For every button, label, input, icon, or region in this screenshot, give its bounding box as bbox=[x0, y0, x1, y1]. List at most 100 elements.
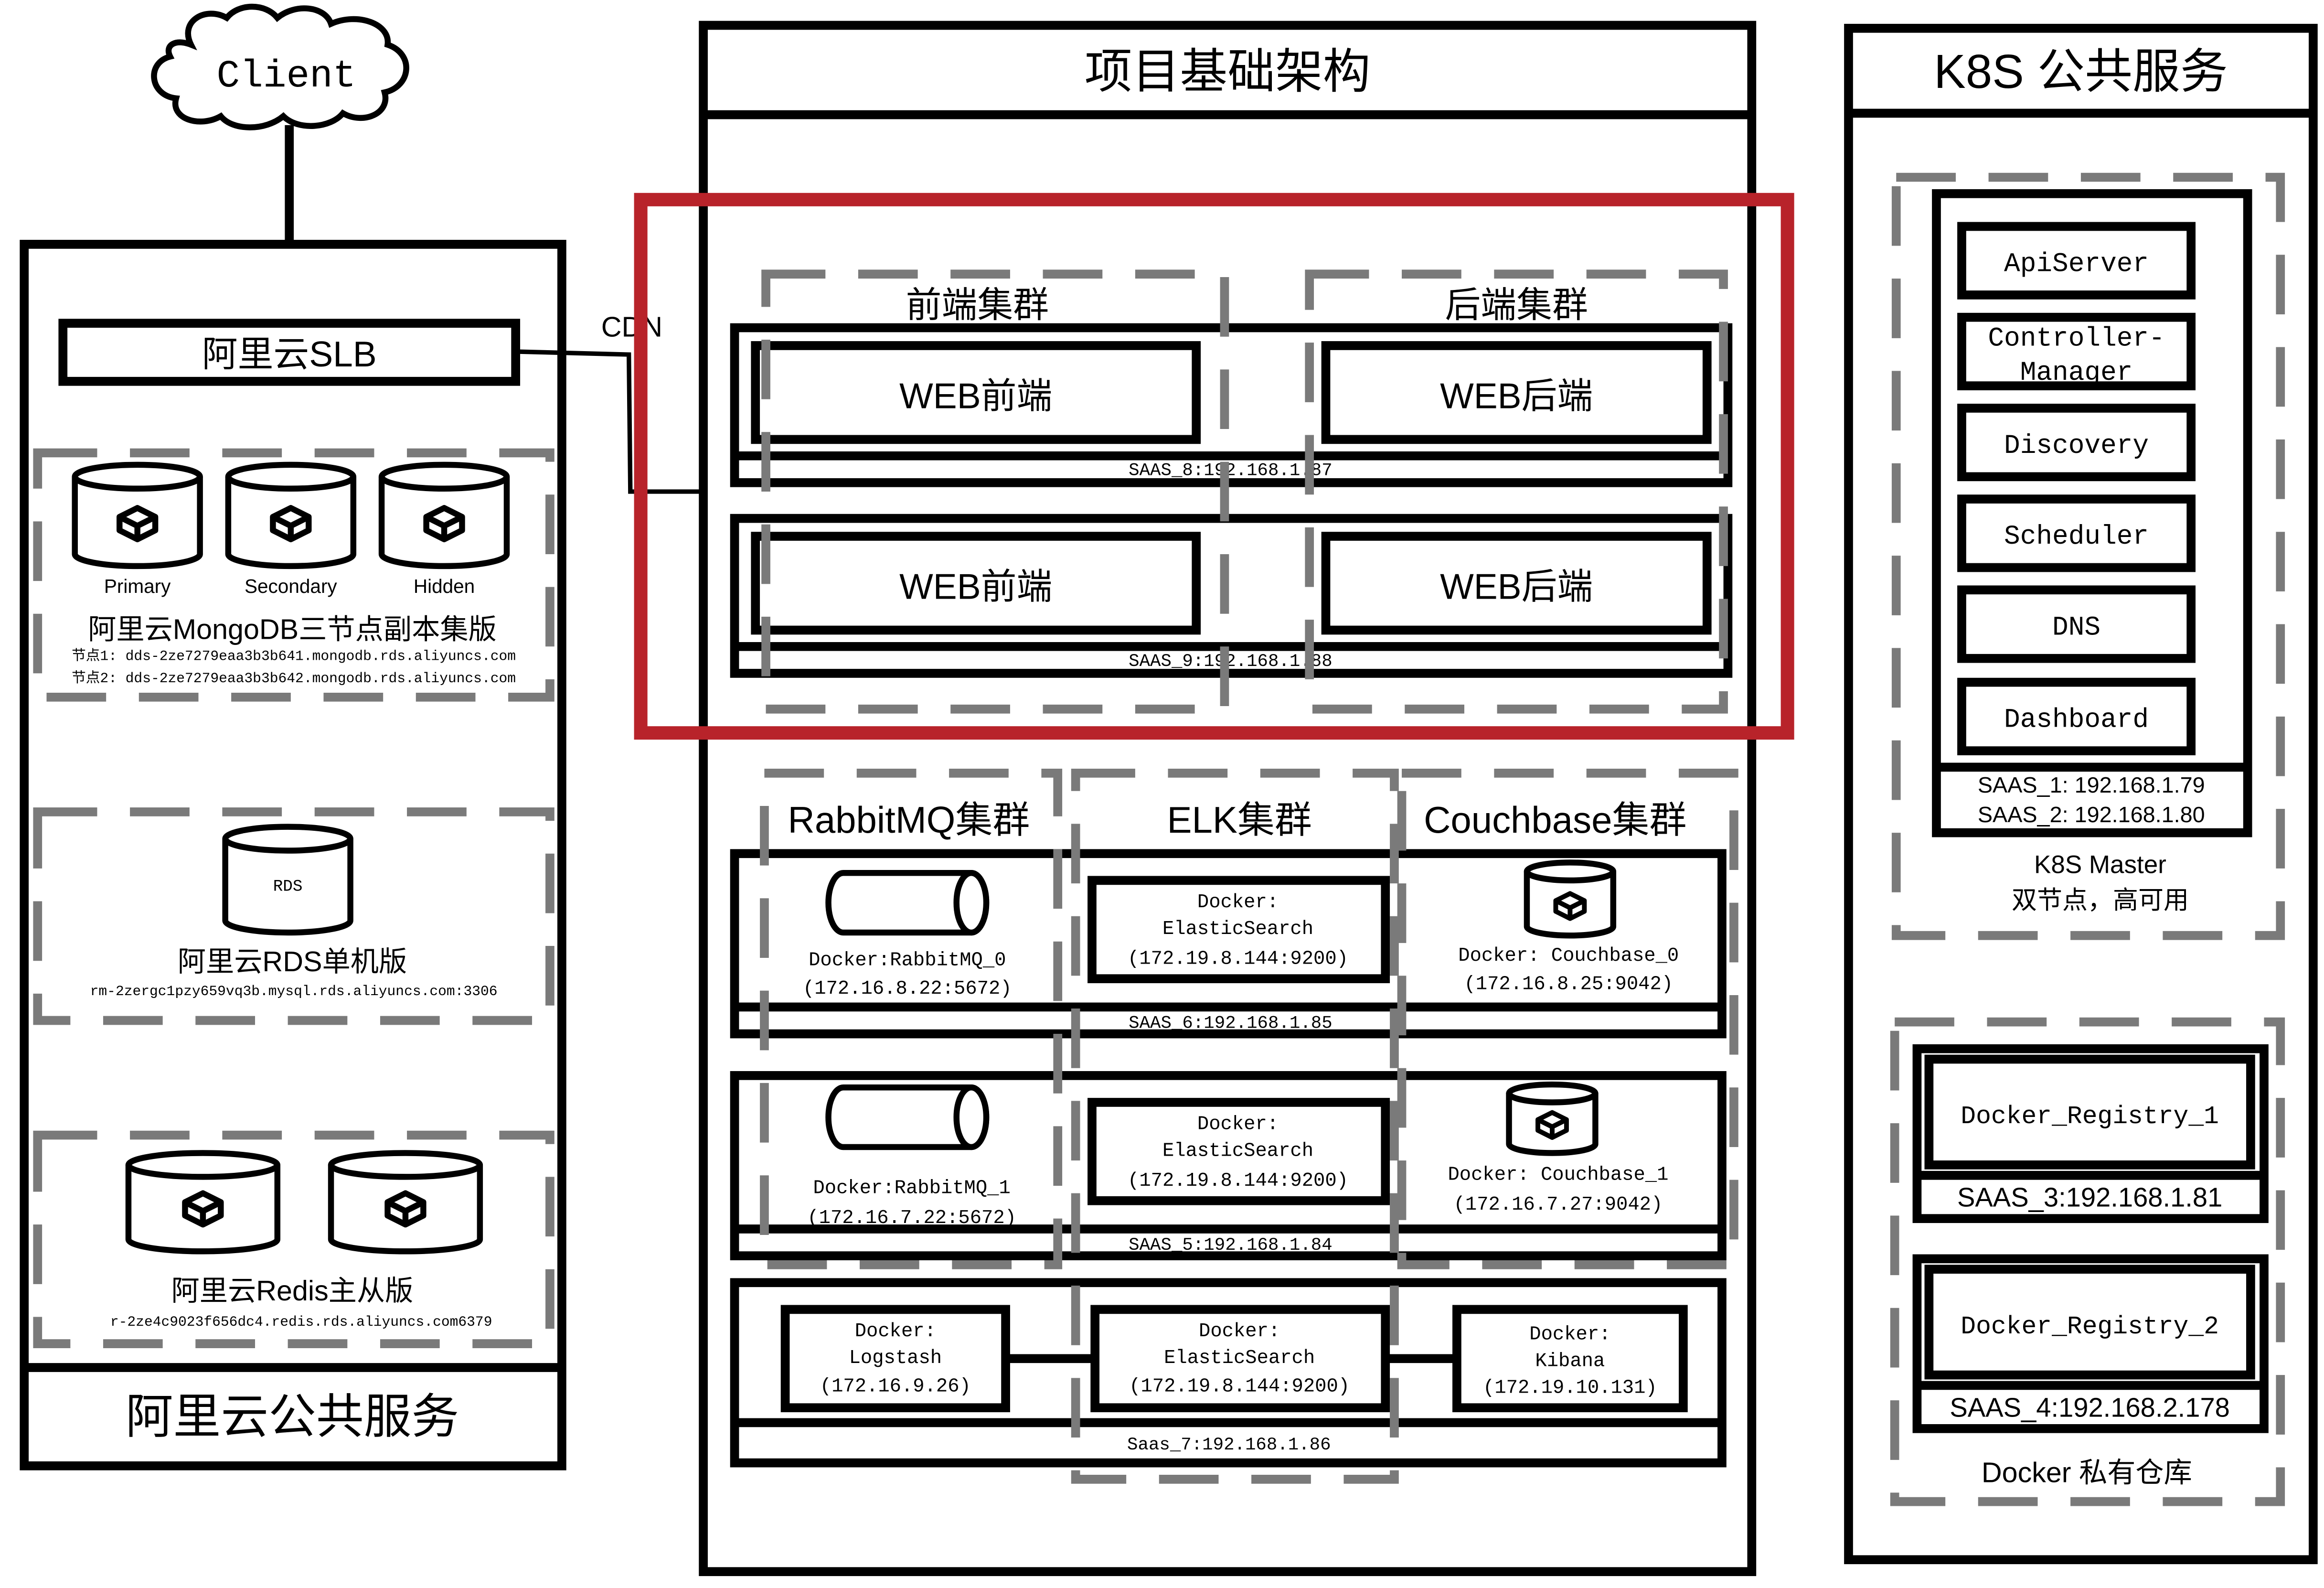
docker-registry-group bbox=[1890, 1017, 2285, 1506]
elastic-box-6 bbox=[1087, 876, 1390, 984]
rds-badge: RDS bbox=[273, 878, 303, 896]
scheduler-box bbox=[1957, 494, 2196, 572]
rabbitmq-cluster-title: RabbitMQ集群 bbox=[788, 799, 1030, 841]
couchbase-0-addr: (172.16.8.25:9042) bbox=[1464, 973, 1673, 995]
mongodb-hidden-db-icon bbox=[378, 461, 510, 569]
web-frontend-box-1 bbox=[751, 341, 1201, 444]
backend-cluster-group bbox=[1305, 269, 1728, 714]
web-frontend-box-2 bbox=[751, 532, 1201, 635]
web-frontend-label-2: WEB前端 bbox=[899, 567, 1052, 607]
k8s-master-group bbox=[1891, 172, 2285, 940]
redis-group bbox=[33, 1130, 554, 1348]
logstash-line2: Logstash bbox=[849, 1347, 942, 1369]
dns-box bbox=[1957, 585, 2196, 663]
web-backend-label-2: WEB后端 bbox=[1440, 567, 1593, 607]
slb-label: 阿里云SLB bbox=[202, 334, 377, 374]
kibana-line3: (172.19.10.131) bbox=[1483, 1377, 1657, 1399]
mongodb-node-hidden-label: Hidden bbox=[414, 575, 475, 597]
rabbitmq-0-addr: (172.16.8.22:5672) bbox=[803, 978, 1012, 1000]
elastic-6-line3: (172.19.8.144:9200) bbox=[1128, 948, 1348, 970]
controller-manager-box bbox=[1957, 312, 2196, 390]
mongodb-node-primary-label: Primary bbox=[104, 575, 171, 597]
cdn-label: CDN bbox=[601, 311, 662, 343]
registry-1-box bbox=[1924, 1054, 2255, 1170]
elastic-6-line1: Docker: bbox=[1197, 891, 1279, 913]
frontend-cluster-title: 前端集群 bbox=[906, 285, 1049, 325]
rds-group bbox=[33, 807, 554, 1025]
elastic-5-line2: ElasticSearch bbox=[1162, 1140, 1313, 1162]
web-host-9-ip: SAAS_9:192.168.1.88 bbox=[1129, 652, 1333, 672]
rds-host: rm-2zergc1pzy659vq3b.mysql.rds.aliyuncs.… bbox=[90, 983, 498, 999]
aliyun-column: 阿里云公共服务 阿里云SLB Primary Secondary Hidden … bbox=[20, 240, 566, 1470]
redis-replica-db-icon bbox=[328, 1150, 483, 1255]
k8s-master-label: K8S Master bbox=[2034, 850, 2166, 879]
host-saas-5-ip: SAAS_5:192.168.1.84 bbox=[1129, 1235, 1333, 1255]
cloud-icon bbox=[151, 3, 409, 130]
rabbitmq-0-queue-icon bbox=[825, 870, 990, 936]
registry-2-box bbox=[1924, 1265, 2255, 1380]
kibana-line1: Docker: bbox=[1529, 1323, 1610, 1345]
rabbitmq-cluster-group bbox=[760, 768, 1063, 1269]
couchbase-1-name: Docker: Couchbase_1 bbox=[1448, 1164, 1668, 1186]
elk-cluster-title: ELK集群 bbox=[1167, 799, 1312, 841]
registry-1-ip: SAAS_3:192.168.1.81 bbox=[1957, 1182, 2222, 1212]
elastic-7-line3: (172.19.8.144:9200) bbox=[1129, 1375, 1350, 1397]
redis-host: r-2ze4c9023f656dc4.redis.rds.aliyuncs.co… bbox=[110, 1314, 492, 1330]
mongodb-group bbox=[33, 448, 554, 702]
elastic-7-line1: Docker: bbox=[1199, 1320, 1280, 1342]
project-column: 项目基础架构 SAAS_8:192.168.1.87 WEB前端 WEB后端 S… bbox=[634, 21, 1794, 1577]
couchbase-cluster-group bbox=[1397, 768, 1738, 1269]
redis-title: 阿里云Redis主从版 bbox=[171, 1275, 414, 1307]
aliyun-footer-title: 阿里云公共服务 bbox=[126, 1391, 459, 1444]
apiserver-box bbox=[1957, 222, 2196, 300]
web-backend-box-1 bbox=[1321, 341, 1712, 444]
registry-2-ip: SAAS_4:192.168.2.178 bbox=[1950, 1392, 2230, 1422]
discovery-box bbox=[1957, 404, 2196, 482]
mongodb-title: 阿里云MongoDB三节点副本集版 bbox=[88, 613, 497, 645]
cdn-arrow bbox=[515, 349, 763, 499]
host-saas-6-ip: SAAS_6:192.168.1.85 bbox=[1129, 1014, 1333, 1034]
highlight-frame bbox=[634, 193, 1794, 740]
project-title: 项目基础架构 bbox=[1085, 45, 1371, 98]
couchbase-0-db-icon bbox=[1524, 859, 1617, 939]
couchbase-1-db-icon bbox=[1506, 1081, 1599, 1156]
dns-label: DNS bbox=[2052, 612, 2100, 643]
frontend-cluster-group bbox=[761, 269, 1229, 714]
rabbitmq-1-queue-icon bbox=[825, 1084, 990, 1150]
couchbase-1-addr: (172.16.7.27:9042) bbox=[1454, 1194, 1663, 1216]
controller-manager-label-2: Manager bbox=[2020, 357, 2133, 388]
apiserver-label: ApiServer bbox=[2004, 249, 2149, 279]
web-backend-label-1: WEB后端 bbox=[1440, 376, 1593, 416]
kibana-line2: Kibana bbox=[1535, 1350, 1605, 1372]
k8s-master-ip-2: SAAS_2: 192.168.1.80 bbox=[1978, 802, 2205, 827]
kibana-box bbox=[1452, 1305, 1688, 1413]
elastic-7-line2: ElasticSearch bbox=[1164, 1347, 1315, 1369]
web-host-8-ip: SAAS_8:192.168.1.87 bbox=[1129, 461, 1333, 481]
k8s-master-sub: 双节点，高可用 bbox=[2012, 886, 2189, 914]
mongodb-node1-host: 节点1: dds-2ze7279eaa3b3b641.mongodb.rds.a… bbox=[72, 647, 516, 664]
web-backend-box-2 bbox=[1321, 532, 1712, 635]
k8s-master-ip-1: SAAS_1: 192.168.1.79 bbox=[1978, 773, 2205, 797]
elastic-box-5 bbox=[1087, 1098, 1390, 1205]
k8s-column: K8S 公共服务 ApiServer Controller- Manager D… bbox=[1844, 23, 2318, 1565]
registry-2-label: Docker_Registry_2 bbox=[1961, 1312, 2219, 1341]
elastic-6-line2: ElasticSearch bbox=[1162, 918, 1313, 940]
mongodb-secondary-db-icon bbox=[225, 461, 357, 569]
rds-title: 阿里云RDS单机版 bbox=[178, 945, 407, 977]
logstash-line3: (172.16.9.26) bbox=[820, 1375, 971, 1397]
elastic-box-7 bbox=[1090, 1305, 1390, 1413]
couchbase-cluster-title: Couchbase集群 bbox=[1424, 799, 1686, 841]
dashboard-box bbox=[1957, 677, 2196, 755]
k8s-title: K8S 公共服务 bbox=[1934, 45, 2228, 98]
logstash-box bbox=[780, 1305, 1010, 1413]
backend-cluster-title: 后端集群 bbox=[1445, 285, 1588, 325]
rabbitmq-0-name: Docker:RabbitMQ_0 bbox=[809, 950, 1006, 972]
elastic-5-line3: (172.19.8.144:9200) bbox=[1128, 1170, 1348, 1192]
mongodb-node2-host: 节点2: dds-2ze7279eaa3b3b642.mongodb.rds.a… bbox=[72, 670, 516, 687]
elastic-5-line1: Docker: bbox=[1197, 1114, 1279, 1136]
couchbase-0-name: Docker: Couchbase_0 bbox=[1458, 945, 1679, 967]
controller-manager-label-1: Controller- bbox=[1988, 323, 2164, 354]
host-saas-7-ip: Saas_7:192.168.1.86 bbox=[1127, 1435, 1331, 1455]
scheduler-label: Scheduler bbox=[2004, 521, 2149, 552]
